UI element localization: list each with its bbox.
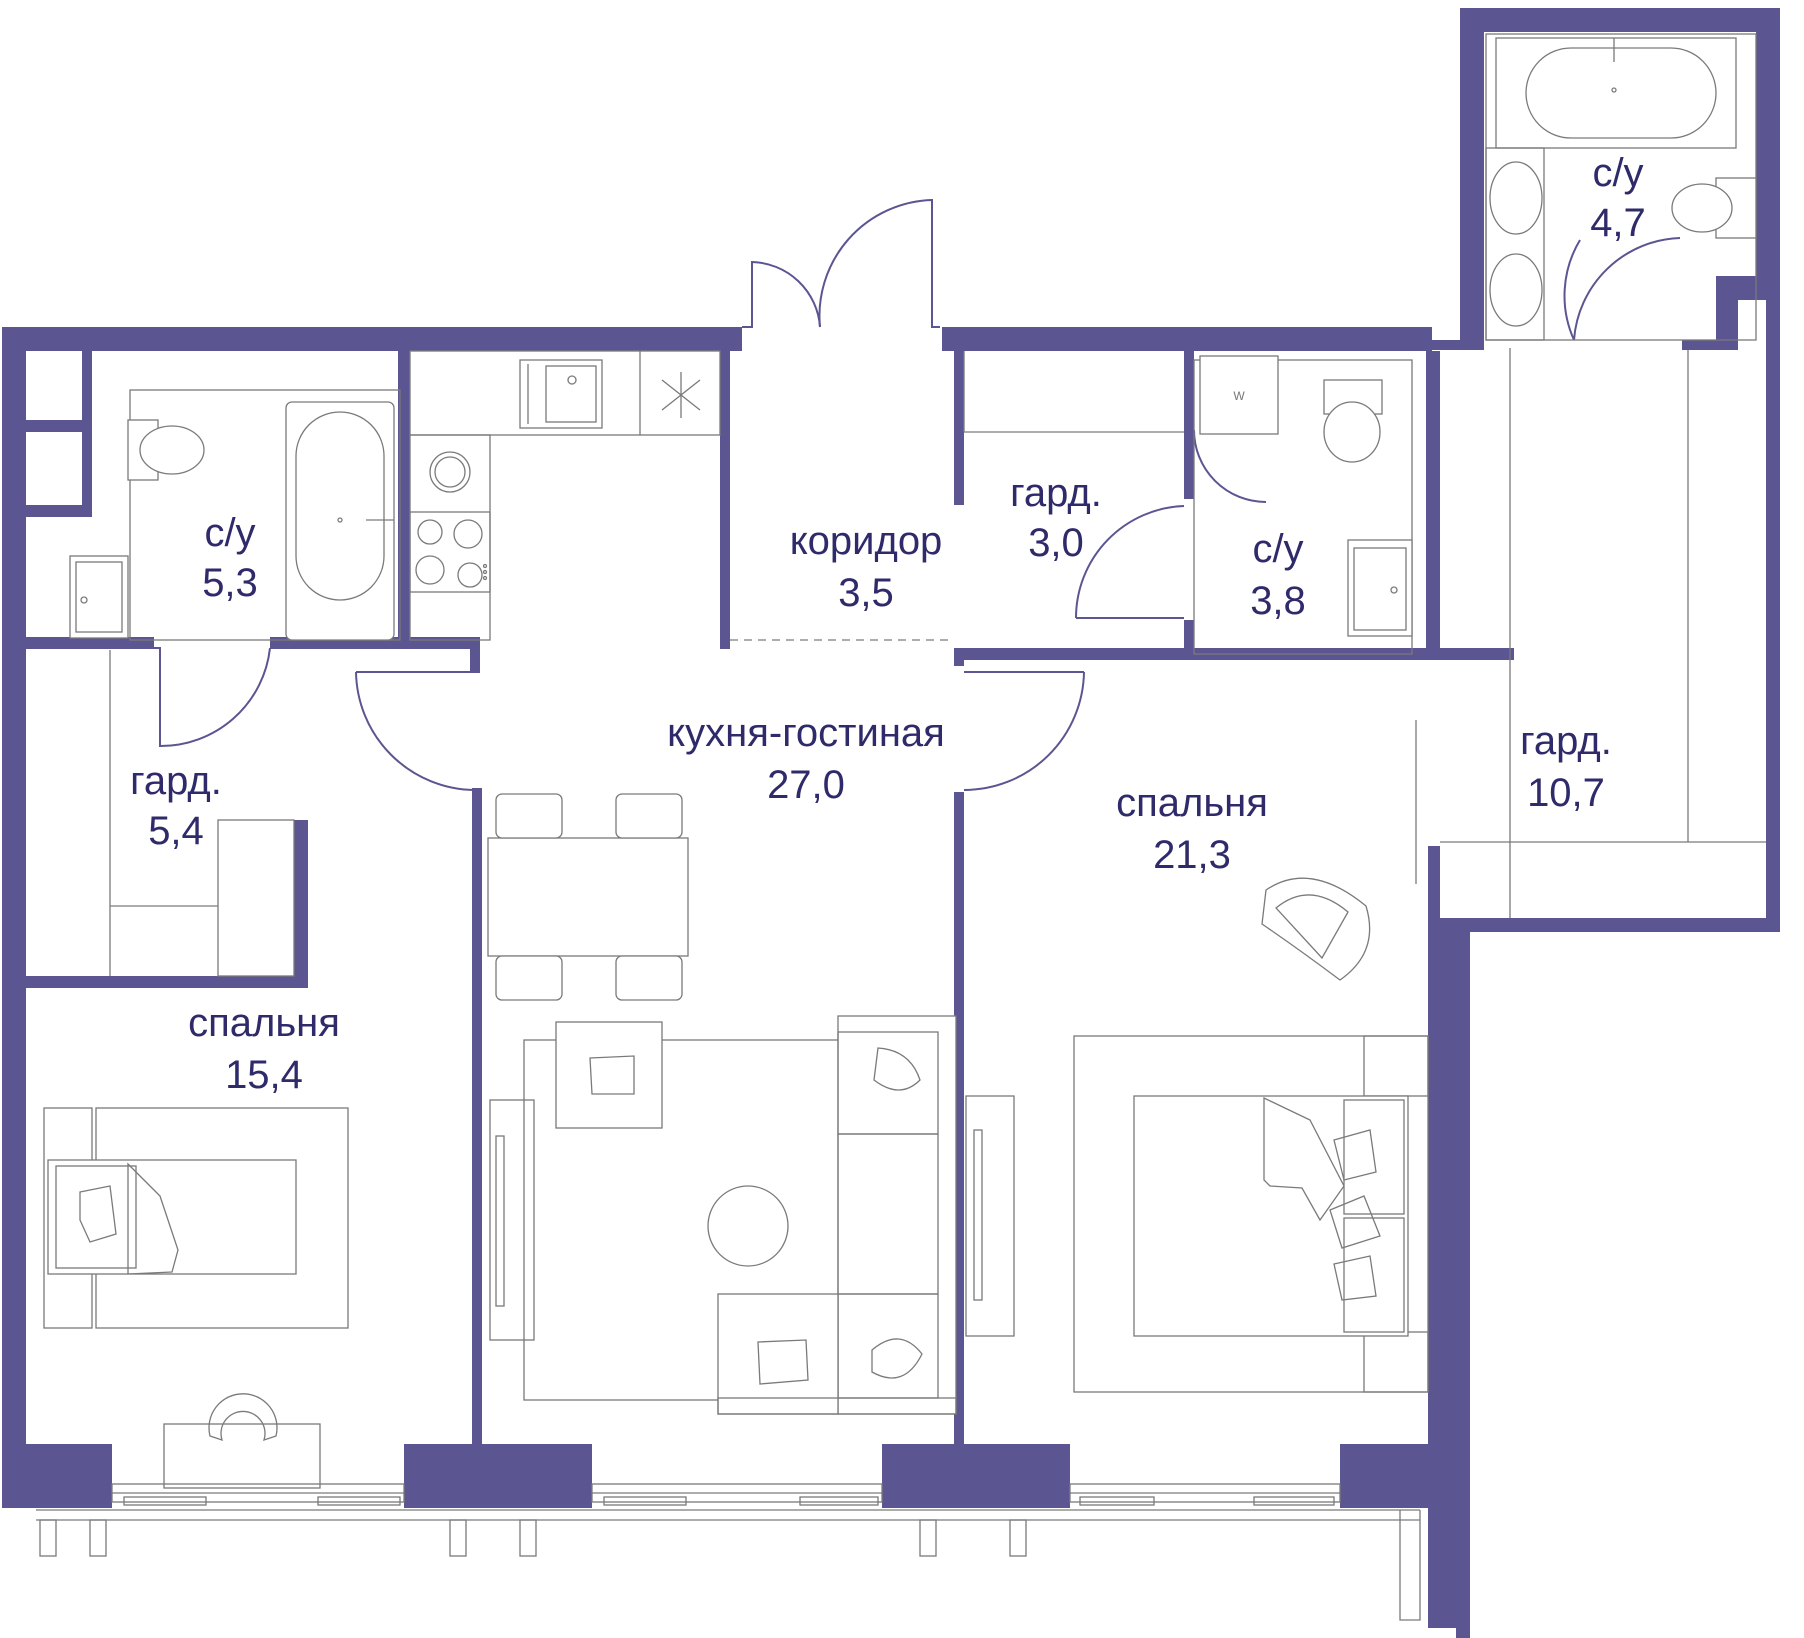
room-area: 15,4 bbox=[225, 1053, 303, 1097]
room-label: с/у bbox=[1252, 527, 1303, 571]
room-bath-right: с/у 4,7 bbox=[1590, 151, 1646, 245]
room-label: гард. bbox=[1520, 719, 1612, 763]
room-corridor: коридор 3,5 bbox=[790, 519, 943, 615]
bath-right-fixtures bbox=[1440, 33, 1766, 918]
room-label: гард. bbox=[1010, 471, 1102, 515]
room-area: 3,5 bbox=[838, 571, 894, 615]
room-wardrobe-mid: гард. 3,0 bbox=[1010, 471, 1102, 565]
room-label: кухня-гостиная bbox=[667, 711, 945, 755]
room-bedroom-left: спальня 15,4 bbox=[188, 1001, 340, 1097]
room-area: 27,0 bbox=[767, 763, 845, 807]
walls bbox=[2, 8, 1780, 1638]
kitchen-living-furniture bbox=[487, 793, 957, 1415]
room-bath-left: с/у 5,3 bbox=[202, 511, 258, 605]
doors bbox=[154, 198, 1681, 791]
room-wardrobe-right: гард. 10,7 bbox=[1520, 719, 1612, 815]
room-label: коридор bbox=[790, 519, 943, 563]
room-kitchen-living: кухня-гостиная 27,0 bbox=[667, 711, 945, 807]
bedroom-right-furniture bbox=[965, 720, 1429, 1393]
wardrobe-mid-fixtures bbox=[963, 351, 1184, 433]
room-bath-mid: с/у 3,8 bbox=[1250, 527, 1306, 623]
room-label: с/у bbox=[1592, 151, 1643, 195]
room-labels: с/у 5,3 гард. 5,4 спальня 15,4 коридор 3… bbox=[130, 151, 1646, 1097]
room-area: 3,8 bbox=[1250, 579, 1306, 623]
room-area: 4,7 bbox=[1590, 201, 1646, 245]
washer-mark: W bbox=[1233, 389, 1245, 403]
windows bbox=[36, 1483, 1421, 1621]
bath-left-fixtures bbox=[69, 389, 401, 641]
bath-mid-fixtures: W bbox=[1193, 355, 1413, 655]
room-label: спальня bbox=[188, 1001, 340, 1045]
room-area: 21,3 bbox=[1153, 833, 1231, 877]
room-area: 5,4 bbox=[148, 809, 204, 853]
room-label: с/у bbox=[204, 511, 255, 555]
wardrobe-left-fixtures bbox=[109, 650, 295, 977]
room-area: 3,0 bbox=[1028, 521, 1084, 565]
room-area: 5,3 bbox=[202, 561, 258, 605]
room-bedroom-right: спальня 21,3 bbox=[1116, 781, 1268, 877]
room-wardrobe-left: гард. 5,4 bbox=[130, 759, 222, 853]
room-label: гард. bbox=[130, 759, 222, 803]
bedroom-left-furniture bbox=[43, 1107, 349, 1489]
room-label: спальня bbox=[1116, 781, 1268, 825]
room-area: 10,7 bbox=[1527, 771, 1605, 815]
kitchen-fixtures bbox=[409, 350, 721, 641]
